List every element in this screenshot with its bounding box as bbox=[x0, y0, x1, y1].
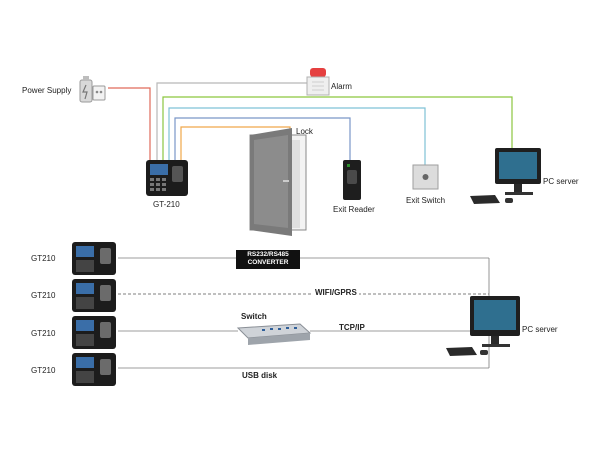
gt210-label-top: GT-210 bbox=[153, 200, 180, 209]
gt210-device-icon bbox=[146, 160, 188, 196]
power-wire bbox=[108, 87, 151, 160]
exit-switch-wire bbox=[168, 107, 426, 165]
lock-label: Lock bbox=[296, 127, 313, 136]
usb-label: USB disk bbox=[242, 371, 278, 380]
converter-box: RS232/RS485 CONVERTER bbox=[236, 250, 300, 269]
exit-reader-icon bbox=[343, 160, 361, 200]
gt210-device-icon-4 bbox=[72, 353, 116, 386]
switch-label: Switch bbox=[241, 312, 267, 321]
pc-server-icon-top bbox=[470, 148, 541, 204]
exit-reader-label: Exit Reader bbox=[333, 205, 375, 214]
network-switch-icon bbox=[236, 323, 312, 345]
pc-server-label-top: PC server bbox=[543, 177, 579, 186]
pc-server-label-bottom: PC server bbox=[522, 325, 558, 334]
door-lock-icon bbox=[249, 128, 307, 236]
alarm-wire bbox=[156, 82, 310, 160]
gt210-device-icon-1 bbox=[72, 242, 116, 275]
gt210-label-3: GT210 bbox=[31, 329, 56, 338]
power-supply-icon bbox=[79, 76, 106, 103]
exit-switch-label: Exit Switch bbox=[406, 196, 446, 205]
gt210-label-4: GT210 bbox=[31, 366, 56, 375]
pc-wire bbox=[162, 96, 513, 160]
tcpip-label: TCP/IP bbox=[339, 323, 365, 332]
exit-switch-icon bbox=[412, 164, 439, 190]
power-supply-label: Power Supply bbox=[22, 86, 72, 95]
exit-reader-wire bbox=[174, 117, 351, 160]
alarm-label: Alarm bbox=[331, 82, 352, 91]
wifi-label: WIFI/GPRS bbox=[313, 288, 359, 297]
converter-label-line1: RS232/RS485 bbox=[247, 251, 289, 258]
gt210-device-icon-3 bbox=[72, 316, 116, 349]
alarm-icon bbox=[306, 68, 330, 96]
converter-label-line2: CONVERTER bbox=[247, 259, 289, 266]
gt210-device-icon-2 bbox=[72, 279, 116, 312]
gt210-label-1: GT210 bbox=[31, 254, 56, 263]
pc-server-icon-bottom bbox=[446, 296, 520, 356]
gt210-label-2: GT210 bbox=[31, 291, 56, 300]
